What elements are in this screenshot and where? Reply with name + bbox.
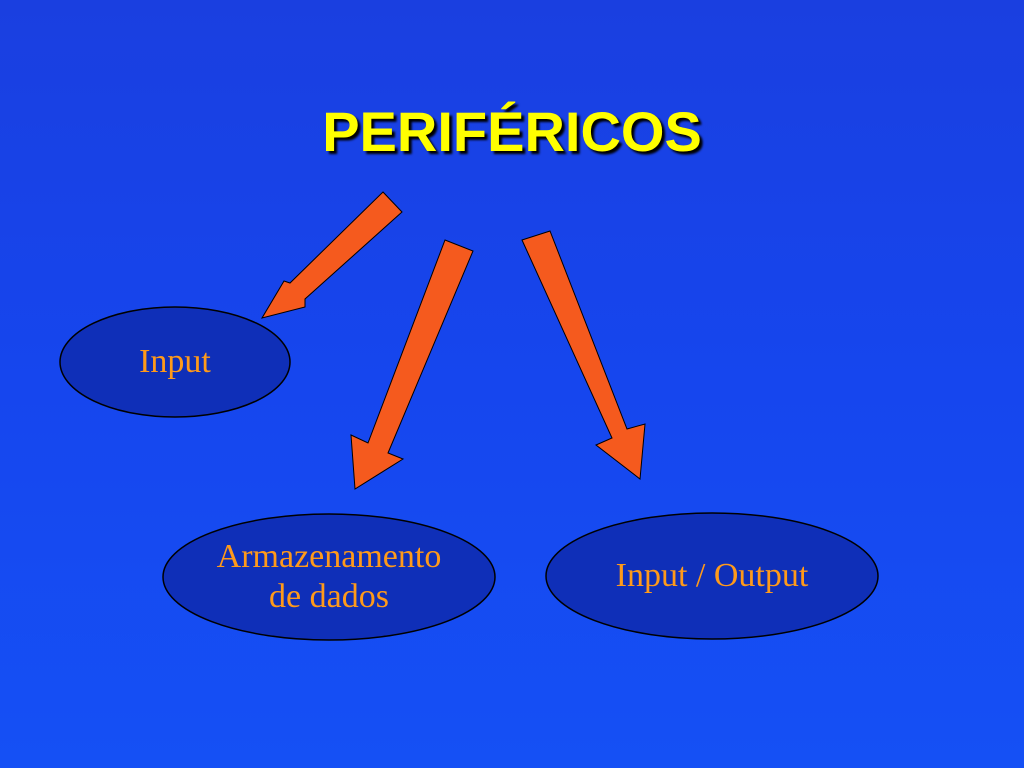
arrow-to-io: [521, 230, 646, 480]
node-io-label: Input / Output: [615, 557, 809, 594]
arrow-to-storage: [350, 239, 474, 490]
node-input-shape: [59, 306, 291, 418]
node-storage-label: Armazenamento de dados: [216, 538, 442, 615]
arrow-to-input: [260, 191, 403, 319]
slide-title: PERIFÉRICOS: [322, 100, 702, 163]
node-io-shape: [545, 512, 879, 640]
node-storage-shape: [162, 513, 496, 641]
node-input-label: Input: [139, 343, 211, 380]
